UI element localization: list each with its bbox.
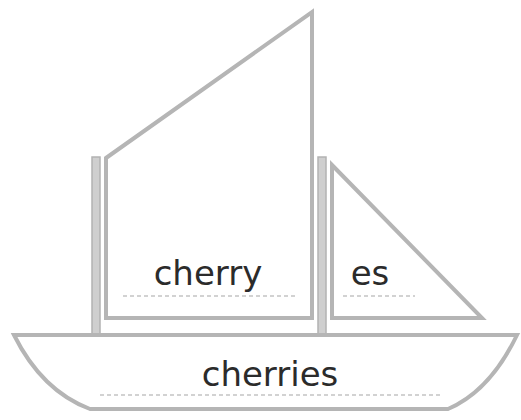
outline-path: [106, 12, 312, 318]
main-sail: cherry: [104, 10, 316, 322]
word-label: es: [351, 256, 390, 290]
writing-line: [343, 295, 415, 296]
writing-line: [123, 295, 296, 296]
right-mast: [318, 157, 326, 336]
writing-line: [100, 394, 440, 395]
jib-sail: es: [330, 163, 486, 321]
word-label: cherries: [202, 357, 339, 391]
jib-sail-outline: [330, 163, 486, 321]
outline-path: [14, 335, 517, 409]
word-label: cherry: [154, 256, 263, 290]
outline-path: [332, 165, 482, 318]
boat-hull: cherries: [12, 333, 520, 413]
left-mast: [92, 157, 100, 336]
